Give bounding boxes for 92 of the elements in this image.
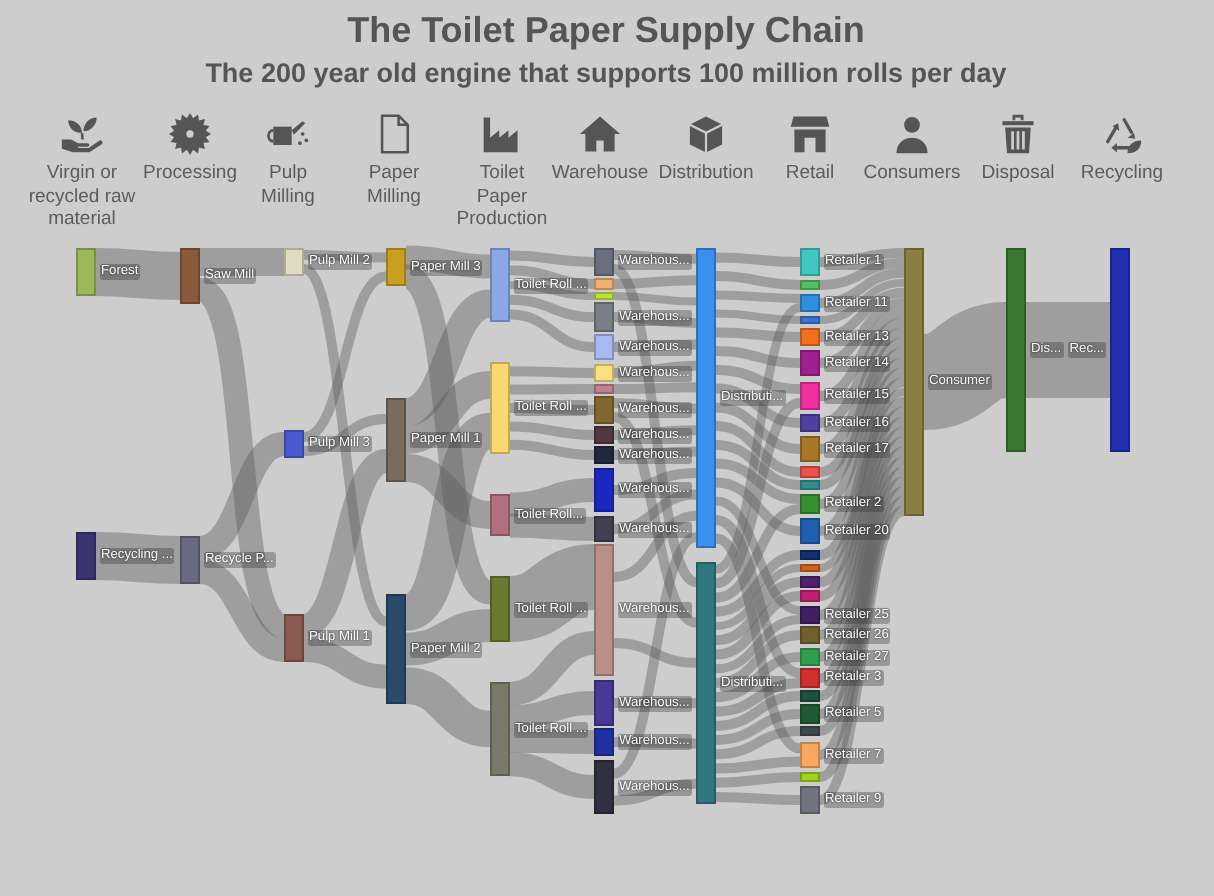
- node-bar: [696, 562, 716, 804]
- node-bar: [800, 550, 820, 560]
- node-bar: [594, 426, 614, 444]
- node-bar: [594, 468, 614, 512]
- stage-label: Consumers: [863, 162, 961, 185]
- flow-band: [611, 264, 699, 587]
- node-bar: [490, 494, 510, 536]
- node-bar: [594, 680, 614, 726]
- flow-band: [713, 303, 803, 574]
- stage-label: Warehouse: [551, 162, 649, 185]
- node-bar: [800, 248, 820, 276]
- node-bar: [594, 364, 614, 382]
- node-bar: [800, 690, 820, 702]
- node-bar: [386, 594, 406, 704]
- node-bar: [800, 564, 820, 572]
- node-bar: [1006, 248, 1026, 452]
- stage-label: Pulp Milling: [259, 162, 317, 208]
- node-bar: [284, 430, 304, 458]
- node-bar: [696, 248, 716, 548]
- node-bar: [800, 590, 820, 602]
- node-bar: [1110, 248, 1130, 452]
- node-bar: [594, 384, 614, 394]
- node-bar: [800, 742, 820, 768]
- node-bar: [386, 398, 406, 482]
- node-bar: [594, 728, 614, 756]
- node-bar: [800, 494, 820, 514]
- flow-band: [714, 534, 802, 754]
- node-bar: [800, 648, 820, 666]
- node-bar: [800, 436, 820, 462]
- node-bar: [800, 328, 820, 346]
- chart-subtitle: The 200 year old engine that supports 100 million rolls per day: [205, 58, 1007, 90]
- node-bar: [800, 518, 820, 544]
- node-bar: [594, 760, 614, 814]
- chart-title: The Toilet Paper Supply Chain: [347, 10, 865, 50]
- node-bar: [76, 248, 96, 296]
- node-bar: [594, 516, 614, 542]
- node-bar: [800, 466, 820, 478]
- node-bar: [800, 316, 820, 324]
- flow-band: [301, 264, 389, 626]
- node-bar: [800, 786, 820, 814]
- node-bar: [594, 278, 614, 290]
- flow-band: [818, 357, 906, 509]
- node-bar: [180, 536, 200, 584]
- node-bar: [800, 280, 820, 290]
- flow-band: [611, 532, 699, 778]
- node-bar: [490, 682, 510, 776]
- node-bar: [490, 248, 510, 322]
- flow-band: [818, 337, 906, 477]
- flow-band: [920, 302, 1010, 430]
- node-bar: [594, 396, 614, 424]
- stage-label: Recycling: [1080, 162, 1164, 185]
- stage-label: Toilet Paper Production: [454, 162, 550, 231]
- node-bar: [594, 334, 614, 360]
- node-bar: [800, 668, 820, 688]
- node-bar: [284, 614, 304, 662]
- flow-band: [302, 271, 388, 442]
- node-bar: [594, 302, 614, 332]
- node-bar: [594, 248, 614, 276]
- node-bar: [594, 544, 614, 676]
- node-bar: [800, 294, 820, 312]
- node-bar: [76, 532, 96, 580]
- node-bar: [800, 726, 820, 736]
- node-bar: [800, 772, 820, 782]
- node-bar: [800, 576, 820, 588]
- node-bar: [386, 248, 406, 286]
- node-bar: [490, 576, 510, 642]
- node-bar: [180, 248, 200, 304]
- stage-label: Processing: [143, 162, 237, 185]
- flow-band: [714, 515, 802, 678]
- node-bar: [800, 382, 820, 410]
- node-bar: [800, 704, 820, 724]
- node-bar: [800, 414, 820, 432]
- node-bar: [800, 480, 820, 490]
- node-bar: [490, 362, 510, 454]
- node-bar: [594, 446, 614, 464]
- flow-band: [1026, 302, 1110, 398]
- node-bar: [800, 606, 820, 624]
- stage-label: Distribution: [658, 162, 754, 185]
- flow-band: [818, 347, 906, 490]
- node-bar: [284, 248, 304, 276]
- stage-label: Virgin or recycled raw material: [26, 162, 138, 231]
- stage-label: Disposal: [981, 162, 1055, 185]
- flow-band: [612, 412, 698, 628]
- flow-band: [715, 496, 801, 615]
- node-bar: [800, 626, 820, 644]
- stage-label: Retail: [785, 162, 835, 185]
- node-bar: [800, 350, 820, 376]
- node-bar: [594, 292, 614, 300]
- stage-label: Paper Milling: [365, 162, 423, 208]
- flow-band: [818, 367, 906, 536]
- flow-band: [714, 398, 802, 589]
- node-bar: [904, 248, 924, 516]
